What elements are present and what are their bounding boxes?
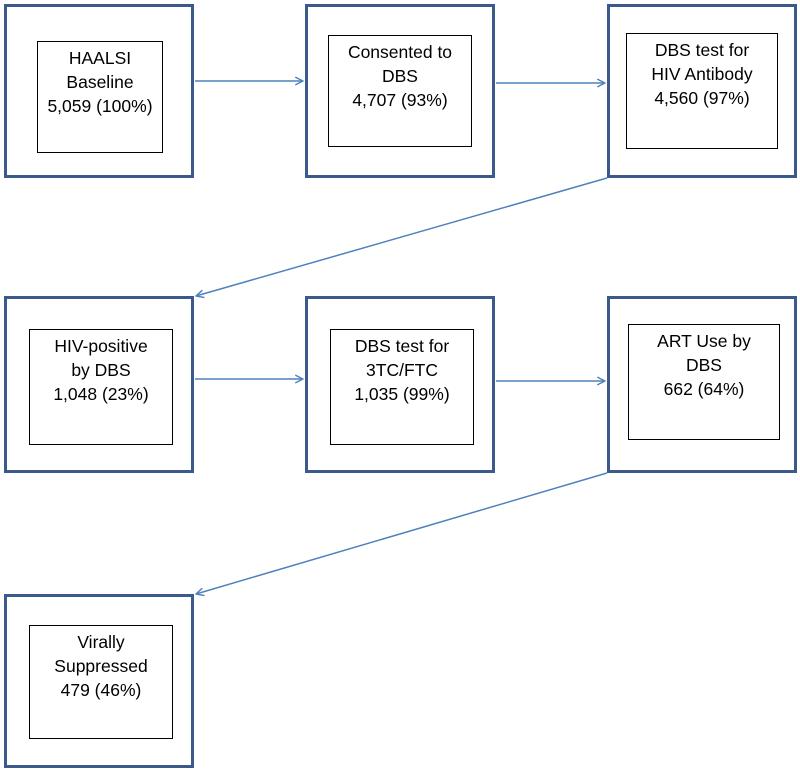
node-dbs-test-hiv-antibody: DBS test for HIV Antibody 4,560 (97%) xyxy=(607,4,797,178)
node-haalsi-baseline: HAALSI Baseline 5,059 (100%) xyxy=(4,4,194,178)
node-art-use-by-dbs: ART Use by DBS 662 (64%) xyxy=(607,296,797,473)
node-line: HIV-positive xyxy=(54,336,148,356)
arrow-hiv-antibody-to-hiv-positive xyxy=(195,177,608,299)
node-line: 5,059 (100%) xyxy=(47,96,153,116)
node-line: Baseline xyxy=(66,72,134,92)
node-virally-suppressed: Virally Suppressed 479 (46%) xyxy=(4,594,194,768)
node-virally-suppressed-label: Virally Suppressed 479 (46%) xyxy=(29,625,173,739)
node-consented-to-dbs-label: Consented to DBS 4,707 (93%) xyxy=(328,35,472,147)
node-line: 479 (46%) xyxy=(60,680,142,700)
arrow-art-use-to-virally-suppressed xyxy=(195,472,608,597)
node-dbs-test-3tc-ftc: DBS test for 3TC/FTC 1,035 (99%) xyxy=(305,296,495,473)
node-line: 1,035 (99%) xyxy=(354,384,450,404)
node-consented-to-dbs: Consented to DBS 4,707 (93%) xyxy=(305,4,495,178)
node-line: HAALSI xyxy=(68,48,132,68)
node-line: ART Use by xyxy=(657,331,751,351)
node-hiv-positive-by-dbs-label: HIV-positive by DBS 1,048 (23%) xyxy=(29,329,173,445)
node-line: DBS xyxy=(686,355,722,375)
node-dbs-test-3tc-ftc-label: DBS test for 3TC/FTC 1,035 (99%) xyxy=(330,329,474,445)
node-line: 1,048 (23%) xyxy=(53,384,149,404)
node-line: Suppressed xyxy=(54,656,148,676)
node-line: DBS test for xyxy=(354,336,450,356)
node-line: HIV Antibody xyxy=(651,64,753,84)
node-line: Virally xyxy=(77,632,125,652)
node-line: DBS test for xyxy=(654,40,750,60)
node-line: DBS xyxy=(382,66,418,86)
node-line: by DBS xyxy=(71,360,131,380)
node-hiv-positive-by-dbs: HIV-positive by DBS 1,048 (23%) xyxy=(4,296,194,473)
node-line: 3TC/FTC xyxy=(366,360,438,380)
node-art-use-by-dbs-label: ART Use by DBS 662 (64%) xyxy=(628,324,780,440)
node-line: 662 (64%) xyxy=(663,379,745,399)
node-line: Consented to xyxy=(347,42,453,62)
node-haalsi-baseline-label: HAALSI Baseline 5,059 (100%) xyxy=(37,41,163,153)
node-line: 4,560 (97%) xyxy=(654,88,750,108)
node-dbs-test-hiv-antibody-label: DBS test for HIV Antibody 4,560 (97%) xyxy=(626,33,778,149)
node-line: 4,707 (93%) xyxy=(352,90,448,110)
